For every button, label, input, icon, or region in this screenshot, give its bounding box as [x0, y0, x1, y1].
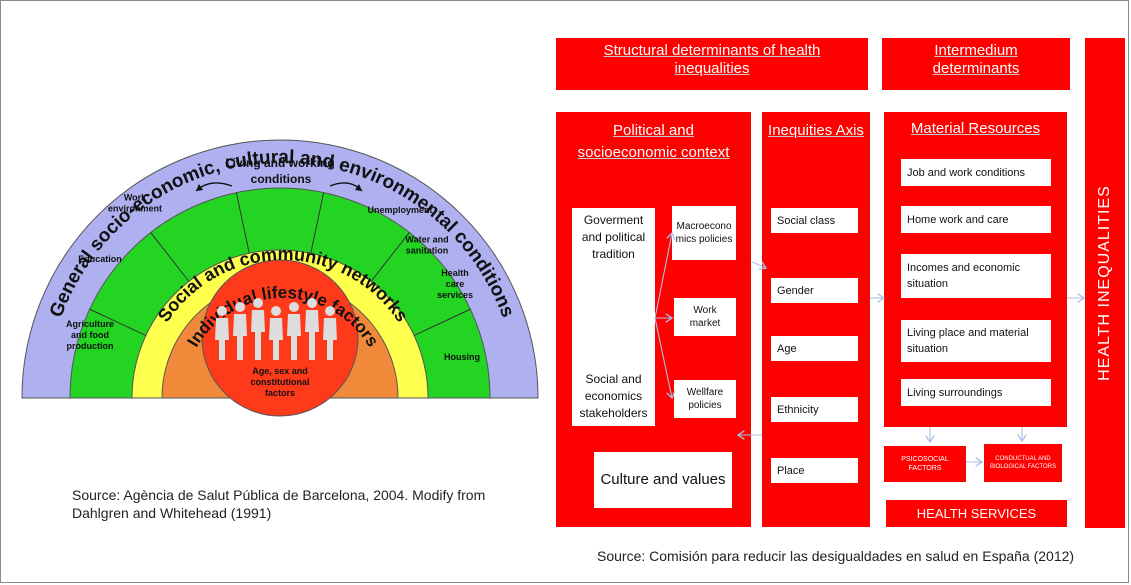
- axis-item: Social class: [771, 208, 858, 233]
- health-services-box: HEALTH SERVICES: [886, 500, 1067, 527]
- svg-text:Unemployment: Unemployment: [367, 205, 432, 215]
- svg-text:Work: Work: [124, 193, 147, 203]
- structural-title: Structural determinants of health inequa…: [603, 42, 821, 77]
- intermedium-title: Intermedium determinants: [932, 42, 1020, 77]
- svg-text:sanitation: sanitation: [406, 246, 449, 256]
- sector-divider: [370, 232, 410, 282]
- svg-text:conditions: conditions: [251, 172, 312, 186]
- axis-item: Gender: [771, 278, 858, 303]
- government-stakeholders-box: Goverment and political tradition Social…: [572, 208, 655, 426]
- material-item: Home work and care: [901, 206, 1051, 233]
- sector-divider: [89, 308, 147, 336]
- svg-text:Water and: Water and: [405, 235, 448, 245]
- svg-text:and food: and food: [71, 330, 109, 340]
- svg-text:Agriculture: Agriculture: [66, 319, 114, 329]
- structural-title-box: Structural determinants of health inequa…: [556, 38, 868, 90]
- material-item: Living surroundings: [901, 379, 1051, 406]
- psicosocial-box: PSICOSOCIAL FACTORS: [884, 446, 966, 482]
- government-text: Goverment and political tradition: [581, 213, 646, 261]
- health-inequalities-bar: HEALTH INEQUALITIES: [1085, 38, 1125, 528]
- svg-text:Age, sex and: Age, sex and: [252, 366, 308, 376]
- people-silhouettes: [215, 298, 337, 360]
- policy-work-market: Work market: [674, 298, 736, 336]
- material-item: Living place and material situation: [901, 320, 1051, 362]
- sector-divider: [310, 192, 325, 254]
- conductual-box: CONDUCTUAL AND BIOLOGICAL FACTORS: [984, 444, 1062, 482]
- svg-text:environment: environment: [108, 204, 162, 214]
- sector-divider: [413, 308, 471, 336]
- svg-text:constitutional: constitutional: [251, 377, 310, 387]
- policy-wellfare: Wellfare policies: [674, 380, 736, 418]
- svg-text:production: production: [67, 341, 114, 351]
- sector-label: Education: [78, 254, 122, 264]
- health-inequalities-label: HEALTH INEQUALITIES: [1096, 185, 1114, 381]
- political-title: Political and socioeconomic context: [577, 122, 730, 161]
- policy-macroeconomics: Macroeconomics policies: [672, 206, 736, 260]
- sector-divider: [235, 192, 250, 254]
- svg-text:Education: Education: [78, 254, 122, 264]
- core-label: Age, sex and constitutional factors: [251, 366, 310, 398]
- axis-item: Age: [771, 336, 858, 361]
- intermedium-title-box: Intermedium determinants: [882, 38, 1070, 90]
- inequities-axis-box: Inequities Axis: [762, 112, 870, 527]
- living-working-label: Living and working conditions: [195, 156, 363, 192]
- sector-label: Unemployment: [367, 205, 432, 215]
- svg-text:factors: factors: [265, 388, 295, 398]
- svg-text:care: care: [446, 279, 465, 289]
- svg-text:Housing: Housing: [444, 352, 480, 362]
- material-item: Job and work conditions: [901, 159, 1051, 186]
- left-source-caption: Source: Agència de Salut Pública de Barc…: [72, 487, 486, 521]
- material-title: Material Resources: [910, 120, 1041, 137]
- svg-text:Health: Health: [441, 268, 469, 278]
- culture-values-box: Culture and values: [594, 452, 732, 508]
- axis-item: Place: [771, 458, 858, 483]
- material-item: Incomes and economic situation: [901, 254, 1051, 298]
- axis-item: Ethnicity: [771, 397, 858, 422]
- stakeholders-text: Social and economics stakeholders: [579, 372, 648, 420]
- inequities-title: Inequities Axis: [768, 122, 864, 139]
- svg-text:services: services: [437, 290, 473, 300]
- right-source-caption: Source: Comisión para reducir las desigu…: [597, 548, 1075, 564]
- sector-divider: [150, 232, 190, 282]
- sector-label: Housing: [444, 352, 480, 362]
- svg-text:Living and working: Living and working: [225, 156, 334, 170]
